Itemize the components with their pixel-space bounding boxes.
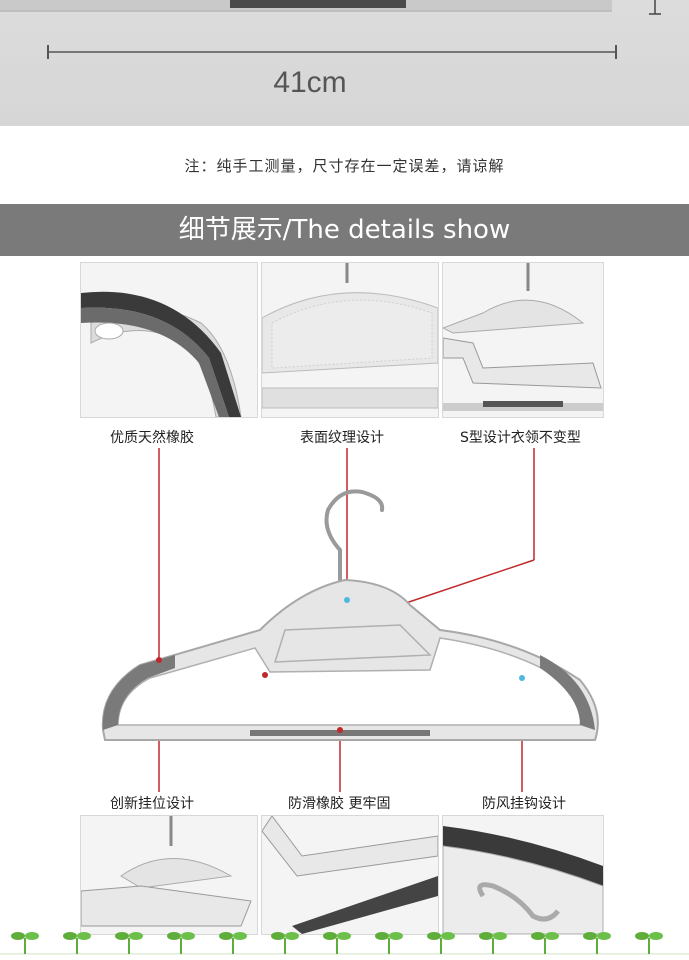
sprout-icon <box>115 932 143 954</box>
width-dimension-line <box>47 45 617 59</box>
measurement-note: 注：纯手工测量，尺寸存在一定误差，请谅解 <box>184 157 505 175</box>
sprout-icon <box>583 932 611 954</box>
feature-label-rubber: 优质天然橡胶 <box>110 430 194 446</box>
feature-label-texture: 表面纹理设计 <box>300 430 384 446</box>
sprout-icon <box>531 932 559 954</box>
feature-label-s-design: S型设计衣领不变型 <box>460 430 581 446</box>
sprout-icon <box>427 932 455 954</box>
detail-photo-wind-hook <box>442 815 604 935</box>
feature-label-wind-hook: 防风挂钩设计 <box>482 796 566 812</box>
feature-label-anti-slip: 防滑橡胶 更牢固 <box>288 796 391 812</box>
detail-photo-hook-position <box>80 815 258 935</box>
detail-photo-s-design <box>442 262 604 418</box>
rubber-strip <box>230 0 406 8</box>
hanger-diagram <box>101 448 599 792</box>
sprout-icon <box>635 932 663 954</box>
detail-photo-texture <box>261 262 439 418</box>
sprout-icon <box>63 932 91 954</box>
detail-photo-rubber <box>80 262 258 418</box>
detail-photo-anti-slip <box>261 815 439 935</box>
width-label: 41cm <box>273 66 347 99</box>
section-banner: 细节展示/The details show <box>0 204 689 256</box>
sprout-icon <box>479 932 507 954</box>
dimension-photo: 41cm <box>0 0 689 126</box>
sprout-icon <box>271 932 299 954</box>
hanger-bottom-edge <box>0 0 612 12</box>
feature-label-hook-position: 创新挂位设计 <box>110 796 194 812</box>
sprout-border <box>0 932 689 955</box>
sprout-icon <box>167 932 195 954</box>
sprout-icon <box>219 932 247 954</box>
sprout-icon <box>375 932 403 954</box>
sprout-icon <box>323 932 351 954</box>
sprout-icon <box>11 932 39 954</box>
height-dimension-tick <box>649 0 661 15</box>
